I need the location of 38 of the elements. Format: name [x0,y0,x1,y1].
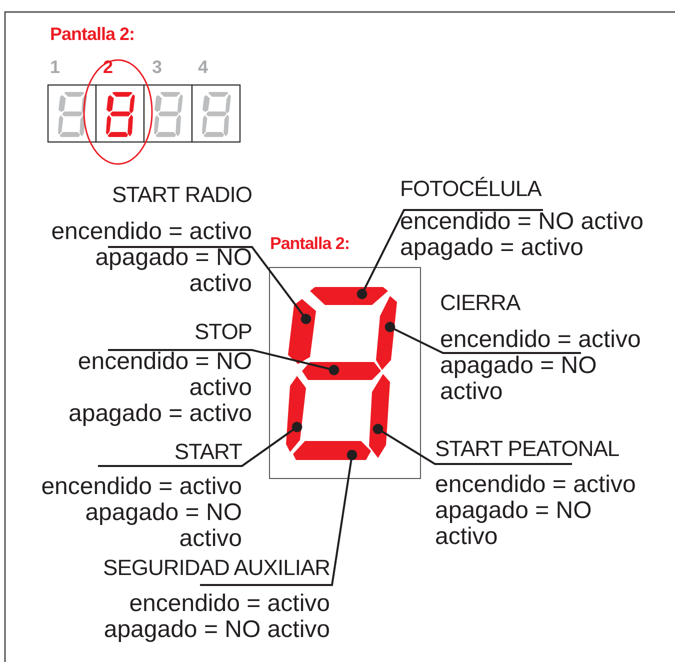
signal-name: STOP [193,319,252,345]
signal-name: START [173,439,242,465]
state-description: apagado = NO activo [94,245,252,297]
signal-name: SEGURIDAD AUXILIAR [102,555,330,581]
state-description: encendido = NO activo [400,209,644,235]
signal-name: FOTOCÉLULA [400,176,543,202]
state-description: apagado = activo [400,235,584,261]
signal-name: START RADIO [111,182,252,208]
leader-line [356,209,543,300]
leader-line [372,424,572,465]
state-description: encendido = activo [50,219,252,245]
display-segment [376,296,396,370]
state-description: encendido = activo [440,327,642,353]
state-description: apagado = NO activo [440,353,598,405]
state-description: apagado = NO activo [102,617,330,643]
signal-name: CIERRA [440,290,522,316]
display-title: Pantalla 2: [50,24,135,45]
state-description: apagado = activo [68,401,252,427]
leader-line [98,422,302,467]
leader-line [108,349,340,376]
display-segment [288,298,316,364]
digit-number: 3 [152,57,162,78]
leader-line [200,450,358,586]
state-description: apagado = NO activo [84,500,242,552]
state-description: apagado = NO activo [435,498,593,550]
signal-name: START PEATONAL [435,436,620,462]
digit-number: 1 [50,57,60,78]
display-title: Pantalla 2: [270,234,350,254]
leader-line [108,246,312,324]
display-segment [368,374,390,458]
state-description: encendido = activo [128,591,330,617]
digit-number: 4 [198,57,208,78]
display-segment [292,440,370,460]
leader-line [384,322,581,354]
display-segment [286,376,306,452]
display-segment [310,286,388,304]
state-description: encendido = activo [40,474,242,500]
state-description: encendido = activo [435,472,637,498]
